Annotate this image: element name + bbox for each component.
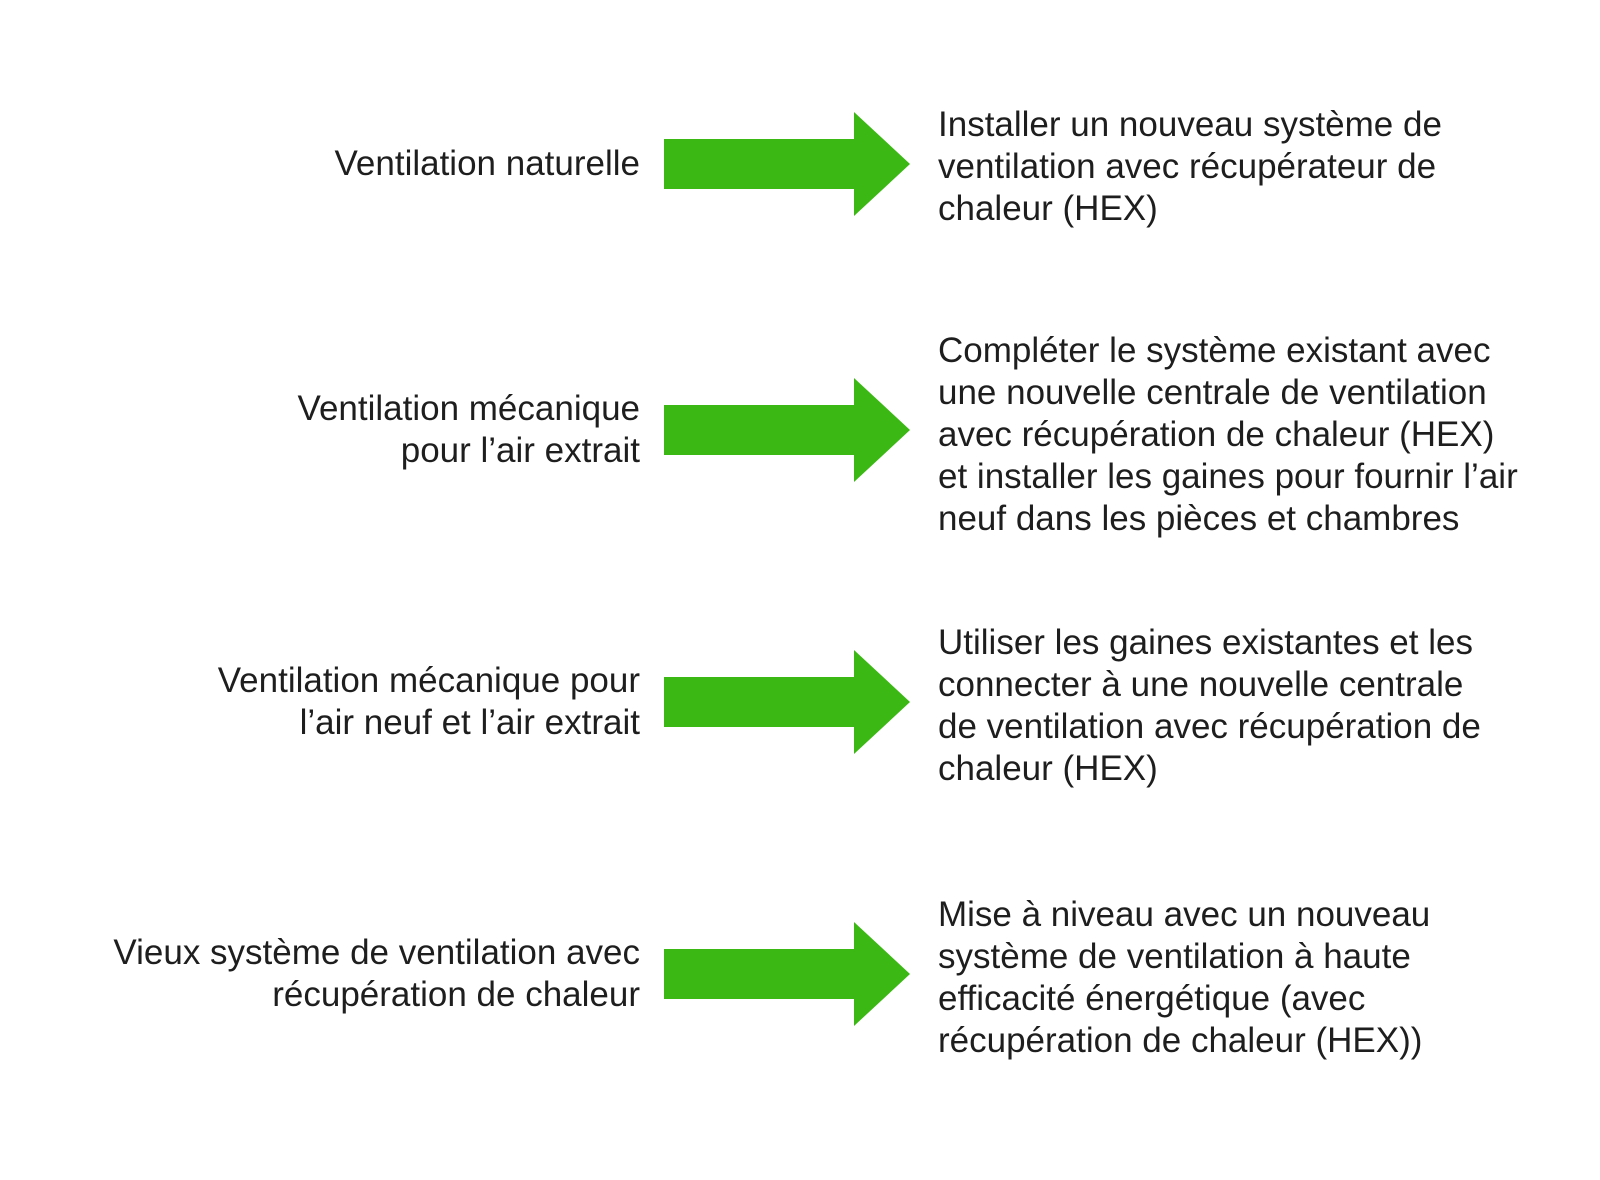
arrow-shape [664, 378, 910, 482]
right-arrow-icon [664, 112, 912, 216]
current-system-label: Ventilation mécanique pour l’air extrait [297, 389, 640, 470]
recommended-action-text: Compléter le système existant avec une n… [938, 331, 1518, 538]
recommended-action-text: Installer un nouveau système de ventilat… [938, 105, 1442, 228]
arrow-shape [664, 650, 910, 754]
current-system-label: Vieux système de ventilation avec récupé… [113, 933, 640, 1014]
arrow-shape [664, 112, 910, 216]
recommended-action-text: Utiliser les gaines existantes et les co… [938, 623, 1481, 788]
right-arrow-icon [664, 922, 912, 1026]
mapping-row-2: Ventilation mécanique pour l’air extrait… [0, 330, 1600, 538]
mapping-row-1: Ventilation naturelle Installer un nouve… [0, 104, 1600, 228]
recommended-action-text: Mise à niveau avec un nouveau système de… [938, 895, 1431, 1060]
current-system-label: Ventilation naturelle [334, 144, 641, 183]
right-arrow-icon [664, 378, 912, 482]
mapping-row-3: Ventilation mécanique pour l’air neuf et… [0, 622, 1600, 788]
mapping-row-4: Vieux système de ventilation avec récupé… [0, 894, 1600, 1060]
current-system-label: Ventilation mécanique pour l’air neuf et… [217, 661, 640, 742]
arrow-shape [664, 922, 910, 1026]
right-arrow-icon [664, 650, 912, 754]
